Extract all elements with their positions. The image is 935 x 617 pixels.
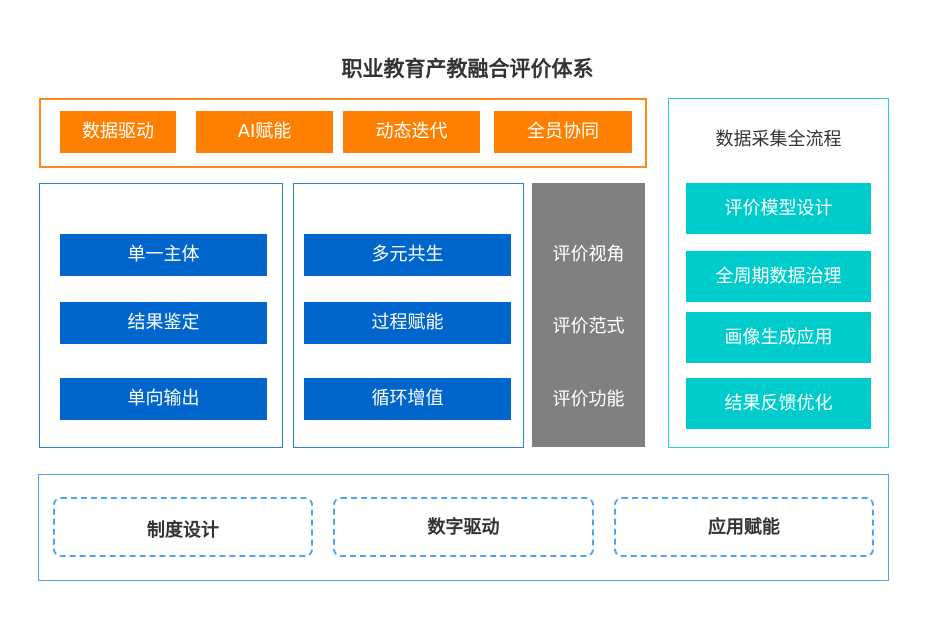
foundation-item-application-empowerment: 应用赋能 [614,497,874,557]
feature-dynamic-iteration: 动态迭代 [343,111,480,153]
foundation-item-institutional-design: 制度设计 [53,497,313,557]
dimension-label: 评价功能 [552,389,625,410]
foundation-item-digital-driven: 数字驱动 [333,497,594,557]
dimension-label: 评价视角 [552,244,625,265]
feature-full-collaboration: 全员协同 [494,111,632,153]
foundation-frame [38,474,889,581]
traditional-item: 单一主体 [60,234,267,276]
dimension-label: 评价范式 [552,316,625,337]
new-item: 循环增值 [304,378,511,420]
data-process-frame [668,98,889,448]
traditional-item: 单向输出 [60,378,267,420]
top-features-frame [39,98,647,168]
traditional-evaluation-frame [39,183,283,448]
new-evaluation-frame [293,183,524,448]
traditional-item: 结果鉴定 [60,302,267,344]
data-process-step: 画像生成应用 [686,312,871,363]
data-process-title: 数据采集全流程 [715,129,842,150]
new-item: 多元共生 [304,234,511,276]
new-item: 过程赋能 [304,302,511,344]
feature-ai-empowerment: AI赋能 [196,111,333,153]
data-process-step: 结果反馈优化 [686,378,871,429]
data-process-step: 评价模型设计 [686,183,871,234]
feature-data-driven: 数据驱动 [60,111,176,153]
diagram-title: 职业教育产教融合评价体系 [341,57,594,81]
data-process-step: 全周期数据治理 [686,251,871,302]
dimension-column [532,183,645,447]
